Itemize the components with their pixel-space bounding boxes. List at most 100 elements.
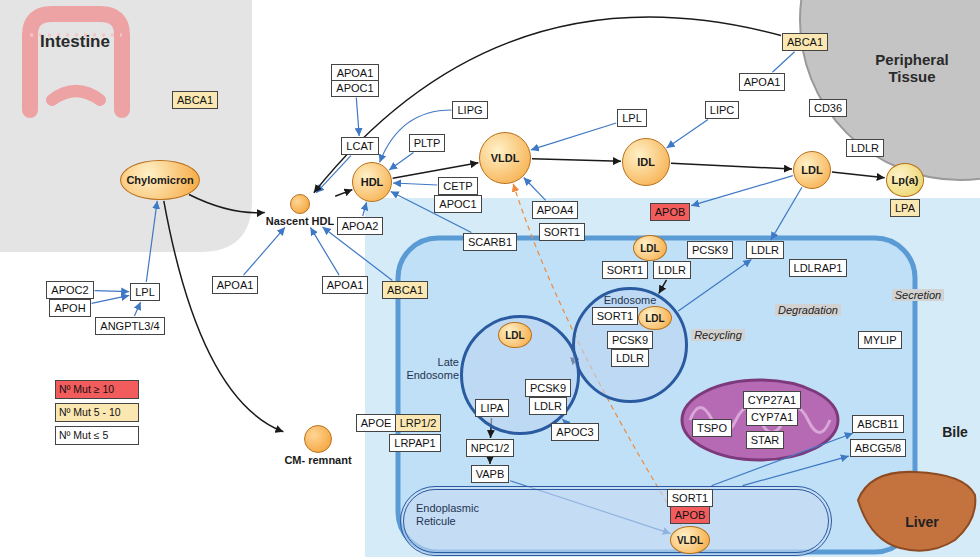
gene-box: APOA1 [739, 73, 786, 91]
annotation-label: Recycling [691, 329, 745, 341]
connector-arrow [393, 163, 479, 179]
node-text: STAR [751, 433, 780, 447]
node-text: Late Endosome [401, 356, 459, 382]
gene-box: SCARB1 [463, 233, 517, 251]
lipoprotein-circle: IDL [622, 138, 670, 186]
gene-box: SORT1 [592, 307, 638, 325]
node-text: SORT1 [672, 491, 708, 505]
node-text: ABCA1 [787, 35, 823, 49]
gene-box: LDLR [611, 349, 649, 367]
node-text: Intestine [25, 32, 125, 52]
node-text: SORT1 [607, 263, 643, 277]
gene-box: LPL [617, 109, 647, 127]
node-text: LIPG [457, 103, 482, 117]
connector-arrow [316, 156, 351, 193]
gene-box: PLTP [409, 134, 446, 152]
connector-arrow [92, 295, 130, 303]
connector-arrow [189, 195, 265, 213]
endosome-compartment: Late EndosomeLDLPCSK9LDLRLIPA [460, 315, 580, 435]
node-text: LIPC [710, 103, 734, 117]
node-text: CETP [443, 179, 472, 193]
connector-arrow [335, 190, 352, 197]
node-text: APOC3 [556, 425, 593, 439]
gene-box: PCSK9 [607, 331, 653, 349]
node-text: Chylomicron [126, 174, 193, 186]
legend: Nº Mut ≥ 10Nº Mut 5 - 10Nº Mut ≤ 5 [55, 380, 139, 449]
node-text: APOC2 [51, 283, 88, 297]
gene-box: LIPG [452, 101, 487, 119]
connector-arrow [532, 159, 621, 162]
lipoprotein-circle: LDL [793, 151, 831, 189]
node-text: LDLR [851, 141, 879, 155]
gene-box: TSPO [692, 419, 732, 437]
gene-box: APOA1 [322, 276, 369, 294]
node-text: APOA1 [744, 75, 781, 89]
lipoprotein-circle: HDL [352, 162, 392, 202]
node-text: NPC1/2 [471, 441, 510, 455]
annotation-label: Bile [942, 424, 968, 440]
node-text: Nascent HDL [266, 215, 334, 227]
node-text: APOB [655, 205, 686, 219]
gene-box: ABCB11 [852, 415, 903, 433]
gene-box: STAR [746, 431, 785, 449]
node-text: SCARB1 [468, 235, 512, 249]
node-text: APOA1 [327, 278, 364, 292]
annotation-label: Secretion [892, 289, 944, 301]
gene-box: LPA [890, 199, 920, 217]
gene-box: PCSK9 [687, 241, 733, 259]
peripheral-cell [800, 0, 980, 180]
gene-box: APOE [356, 414, 397, 432]
gene-box: LDLR [846, 139, 884, 157]
connector-arrow [489, 458, 491, 464]
node-text: LDLR [658, 263, 686, 277]
node-text: LDL [505, 330, 524, 341]
lipoprotein-circle: Chylomicron [120, 160, 199, 200]
node-text: CD36 [814, 101, 842, 115]
node-text: LDL [645, 313, 664, 324]
node-text: APOA2 [342, 219, 379, 233]
node-text: HDL [361, 176, 384, 188]
node-text: APOE [361, 416, 392, 430]
node-text: LPL [135, 285, 155, 299]
gene-box: LDLR [746, 241, 784, 259]
node-text: VAPB [476, 467, 505, 481]
node-text: LRP1/2 [400, 416, 437, 430]
legend-swatch: Nº Mut ≤ 5 [55, 426, 139, 445]
particle-dot [304, 425, 332, 453]
node-text: PCSK9 [612, 333, 648, 347]
node-text: APOA4 [537, 203, 574, 217]
node-text: LCAT [346, 139, 373, 153]
node-text: Lp(a) [892, 174, 919, 186]
gene-box: ABCA1 [172, 91, 218, 109]
connector-arrow [659, 280, 667, 294]
connector-arrow [743, 456, 849, 486]
annotation-label: Degradation [775, 304, 841, 316]
node-text: APOC1 [332, 80, 377, 95]
gene-box: VAPB [471, 465, 510, 483]
connector-arrow [832, 172, 885, 178]
connector-arrow [531, 123, 616, 150]
colon-shape [52, 91, 100, 100]
connector-arrow [671, 163, 792, 169]
lipoprotein-circle: LDL [638, 306, 671, 330]
node-text: Peripheral Tissue [866, 51, 958, 85]
lipoprotein-circle: LDL [633, 235, 666, 261]
node-text: APOA1 [336, 66, 373, 80]
node-text: LDL [640, 243, 659, 254]
gene-box: CETP [438, 177, 477, 195]
gene-box: NPC1/2 [466, 439, 515, 457]
node-text: LDLR [751, 243, 779, 257]
node-text: LDLR [616, 351, 644, 365]
connector-arrow [95, 290, 130, 292]
connector-arrow [164, 201, 284, 432]
gene-box: LDLR [653, 261, 691, 279]
node-text: VLDL [491, 152, 520, 164]
node-text: LDLR [534, 399, 562, 413]
node-text: APOC1 [439, 197, 476, 211]
connector-arrow [244, 227, 286, 275]
connector-arrow [562, 419, 565, 422]
connector-arrow [134, 302, 140, 316]
node-text: APOH [54, 301, 85, 315]
connector-arrow [667, 120, 708, 148]
connector-arrow [772, 52, 794, 73]
